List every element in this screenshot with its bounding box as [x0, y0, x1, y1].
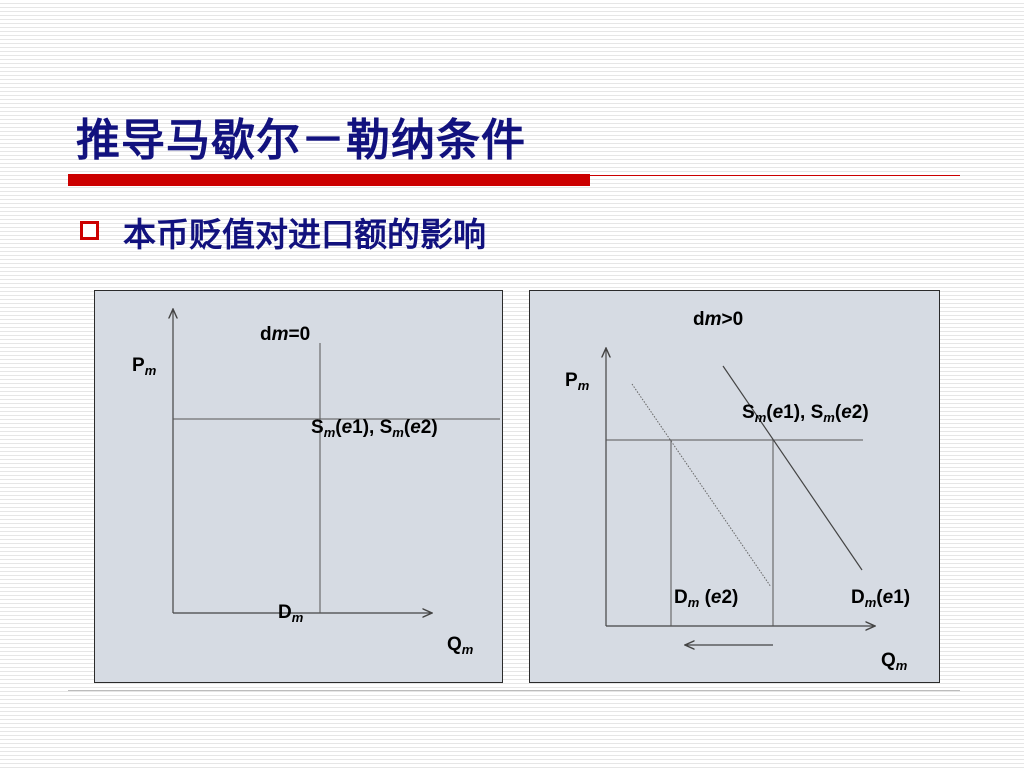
- bullet-text: 本币贬值对进口额的影响: [123, 215, 486, 254]
- footer-divider: [68, 690, 960, 691]
- left-p-axis-label: Pm: [132, 355, 157, 378]
- left-demand-label: Dm: [278, 602, 304, 625]
- right-q-axis-label: Qm: [881, 650, 908, 673]
- title-underline-thin: [590, 175, 960, 176]
- right-demand-e1-curve: [722, 365, 863, 571]
- bullet-square-icon: [80, 221, 99, 240]
- right-demand-e1-label: Dm(e1): [851, 587, 911, 610]
- right-demand-e2-label: Dm (e2): [674, 587, 739, 610]
- slide-title: 推导马歇尔－勒纳条件: [76, 115, 526, 166]
- left-diagram: [95, 291, 500, 684]
- left-condition-label: dm=0: [260, 324, 311, 345]
- right-diagram: [530, 291, 941, 684]
- right-demand-e2-curve: [631, 383, 772, 588]
- right-diagram-panel: dm>0 Pm Sm(e1), Sm(e2) Dm (e2) Dm(e1) Qm: [529, 290, 940, 683]
- left-q-axis-label: Qm: [447, 634, 474, 657]
- left-supply-label: Sm(e1), Sm(e2): [311, 417, 438, 440]
- title-underline-bar: [68, 174, 590, 186]
- right-p-axis-label: Pm: [565, 370, 590, 393]
- right-supply-label: Sm(e1), Sm(e2): [742, 402, 869, 425]
- left-diagram-panel: dm=0 Pm Sm(e1), Sm(e2) Dm Qm: [94, 290, 503, 683]
- right-condition-label: dm>0: [693, 309, 744, 330]
